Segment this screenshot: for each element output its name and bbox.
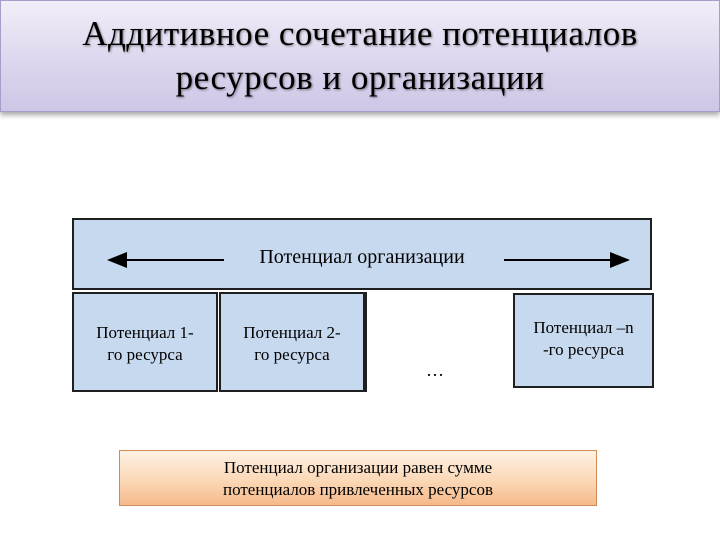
resource-2-line1: Потенциал 2-: [243, 323, 341, 342]
resource-2-line2: го ресурса: [254, 345, 330, 364]
resource-n-box: Потенциал –n -го ресурса: [513, 293, 654, 388]
organization-potential-box: Потенциал организации: [72, 218, 652, 290]
resource-1-line2: го ресурса: [107, 345, 183, 364]
slide-title-line2: ресурсов и организации: [175, 58, 545, 97]
resource-1-box: Потенциал 1- го ресурса: [72, 292, 218, 392]
resource-n-line1: Потенциал –n: [533, 318, 634, 337]
summary-line2: потенциалов привлеченных ресурсов: [222, 480, 494, 499]
summary-line1: Потенциал организации равен сумме: [223, 458, 493, 477]
resource-1-line1: Потенциал 1-: [96, 323, 194, 342]
title-bar: Аддитивное сочетание потенциалов ресурсо…: [0, 0, 720, 112]
summary-box: Потенциал организации равен сумме потенц…: [119, 450, 597, 506]
resource-2-box: Потенциал 2- го ресурса: [219, 292, 365, 392]
organization-potential-label: Потенциал организации: [259, 246, 465, 268]
resource-n-line2: -го ресурса: [542, 340, 625, 359]
slide-title: Аддитивное сочетание потенциалов ресурсо…: [82, 12, 638, 100]
bidirectional-arrow: [107, 252, 630, 268]
slide-title-line1: Аддитивное сочетание потенциалов: [82, 14, 638, 53]
ellipsis: …: [426, 360, 444, 380]
resource-divider: [365, 292, 367, 392]
